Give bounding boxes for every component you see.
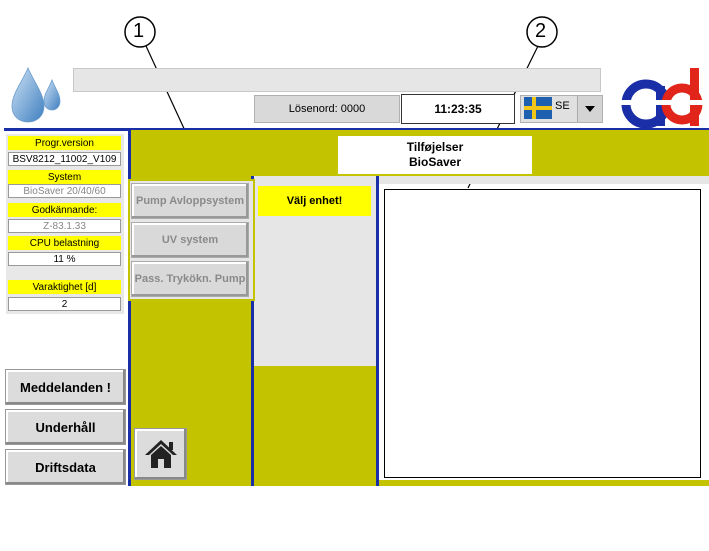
top-divider — [128, 128, 709, 130]
top-bar — [73, 68, 601, 92]
system-label: System — [8, 170, 121, 184]
program-version-value: BSV8212_11002_V109 — [8, 152, 121, 166]
device-column-footer — [254, 366, 376, 486]
approval-value: Z-83.1.33 — [8, 219, 121, 233]
pump-button[interactable]: Pump Avloppsystem — [131, 183, 249, 219]
company-logo — [620, 68, 706, 128]
messages-button[interactable]: Meddelanden ! — [5, 369, 126, 405]
detail-footer — [379, 480, 709, 486]
callout-1: 1 — [133, 20, 145, 42]
home-icon — [144, 440, 177, 468]
uv-system-button[interactable]: UV system — [131, 222, 249, 258]
water-drop-logo — [11, 66, 61, 123]
system-value: BioSaver 20/40/60 — [8, 184, 121, 198]
approval-label: Godkännande: — [8, 203, 121, 217]
cpu-load-label: CPU belastning — [8, 236, 121, 250]
clock-display: 11:23:35 — [401, 94, 515, 124]
column-divider-2 — [376, 176, 379, 486]
callout-2: 2 — [535, 20, 547, 42]
detail-panel — [384, 189, 701, 478]
chevron-down-icon — [585, 106, 595, 112]
detail-header — [379, 176, 709, 184]
pressure-pump-button[interactable]: Pass. Trykökn. Pump — [131, 261, 249, 297]
home-button[interactable] — [134, 428, 187, 480]
operating-data-button[interactable]: Driftsdata — [5, 449, 126, 485]
password-button[interactable]: Lösenord: 0000 — [254, 95, 400, 123]
language-code: SE — [555, 100, 570, 112]
left-divider — [128, 128, 131, 486]
duration-label: Varaktighet [d] — [8, 280, 121, 294]
dropdown-button[interactable] — [577, 96, 602, 122]
column-divider-1 — [251, 176, 254, 486]
maintenance-button[interactable]: Underhåll — [5, 409, 126, 445]
program-version-label: Progr.version — [8, 136, 121, 150]
cpu-load-value: 11 % — [8, 252, 121, 266]
page-title-line2: BioSaver — [408, 155, 462, 169]
sweden-flag-icon — [524, 97, 552, 119]
page-title: Tilføjelser BioSaver — [338, 136, 532, 174]
select-unit-label: Välj enhet! — [258, 186, 371, 216]
page-title-line1: Tilføjelser — [406, 140, 464, 154]
duration-value: 2 — [8, 297, 121, 311]
